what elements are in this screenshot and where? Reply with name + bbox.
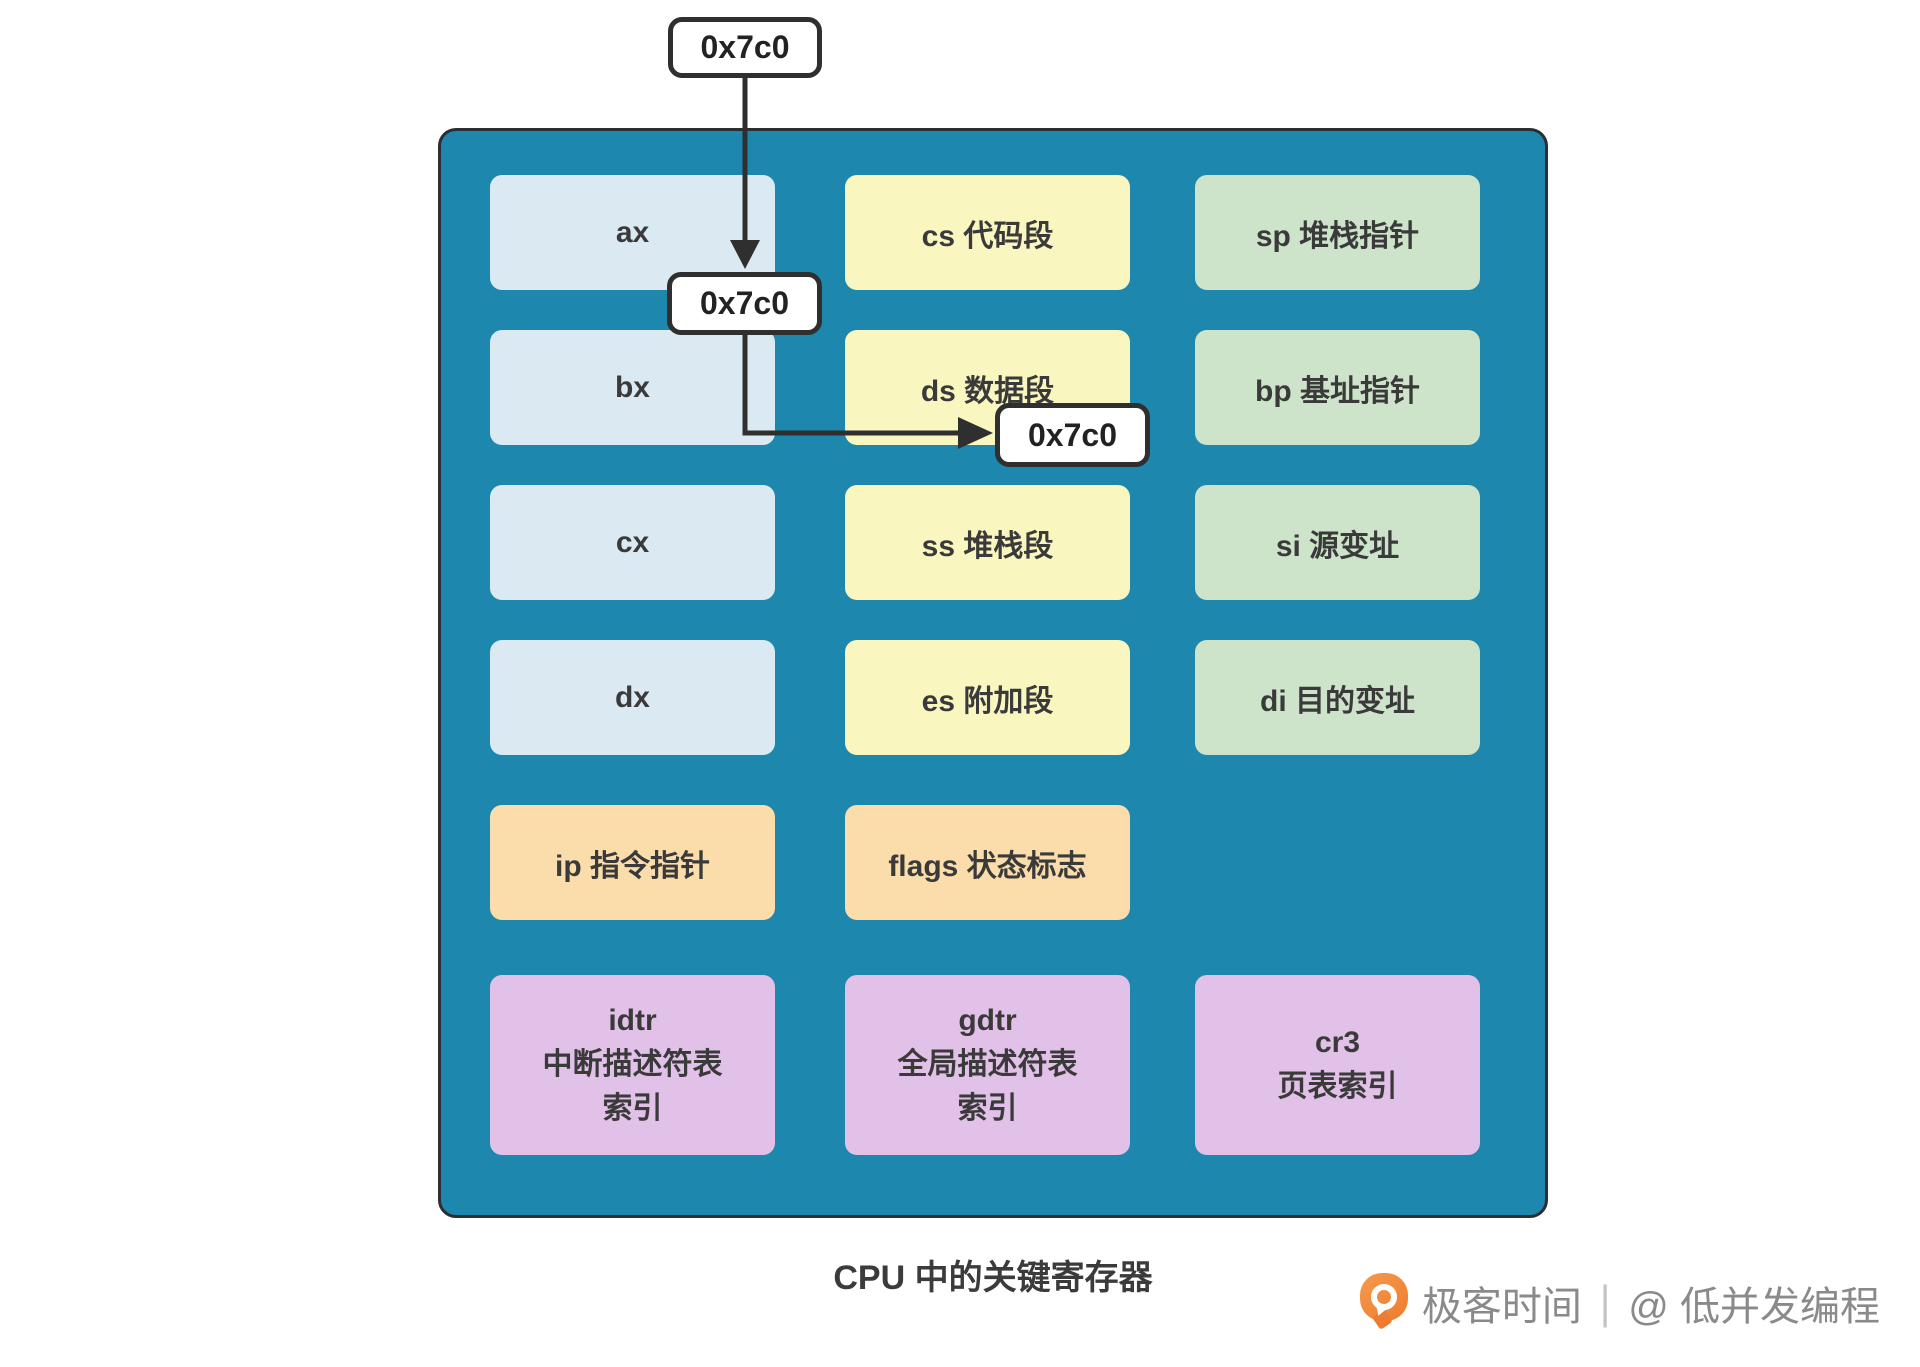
watermark-separator: |	[1599, 1277, 1611, 1328]
register-box-cs: cs 代码段	[845, 175, 1130, 290]
idtr-line1: idtr	[608, 1004, 657, 1037]
register-box-sp: sp 堆栈指针	[1195, 175, 1480, 290]
gdtr-line3: 索引	[957, 1092, 1018, 1125]
register-box-cr3: cr3 页表索引	[1195, 975, 1480, 1155]
register-box-ip: ip 指令指针	[490, 805, 775, 920]
register-box-flags: flags 状态标志	[845, 805, 1130, 920]
register-box-di: di 目的变址	[1195, 640, 1480, 755]
register-box-es: es 附加段	[845, 640, 1130, 755]
watermark-handle: @ 低并发编程	[1628, 1285, 1880, 1329]
watermark-brand: 极客时间	[1421, 1285, 1582, 1329]
address-badge-middle: 0x7c0	[667, 272, 822, 335]
register-box-dx: dx	[490, 640, 775, 755]
register-box-cx: cx	[490, 485, 775, 600]
geektime-logo-icon	[1359, 1273, 1408, 1333]
register-box-si: si 源变址	[1195, 485, 1480, 600]
register-box-bx: bx	[490, 330, 775, 445]
gdtr-line1: gdtr	[958, 1004, 1017, 1037]
address-badge-top: 0x7c0	[668, 17, 822, 78]
watermark: 极客时间 | @ 低并发编程	[1359, 1272, 1880, 1334]
register-box-gdtr: gdtr 全局描述符表 索引	[845, 975, 1130, 1155]
register-box-ax: ax	[490, 175, 775, 290]
address-badge-target: 0x7c0	[995, 403, 1150, 467]
cr3-line1: cr3	[1314, 1026, 1361, 1059]
diagram-caption: CPU 中的关键寄存器	[833, 1259, 1153, 1297]
gdtr-line2: 全局描述符表	[897, 1048, 1078, 1081]
register-box-bp: bp 基址指针	[1195, 330, 1480, 445]
register-box-ss: ss 堆栈段	[845, 485, 1130, 600]
register-box-idtr: idtr 中断描述符表 索引	[490, 975, 775, 1155]
idtr-line2: 中断描述符表	[542, 1048, 723, 1081]
cr3-line2: 页表索引	[1277, 1070, 1398, 1103]
idtr-line3: 索引	[602, 1092, 663, 1125]
